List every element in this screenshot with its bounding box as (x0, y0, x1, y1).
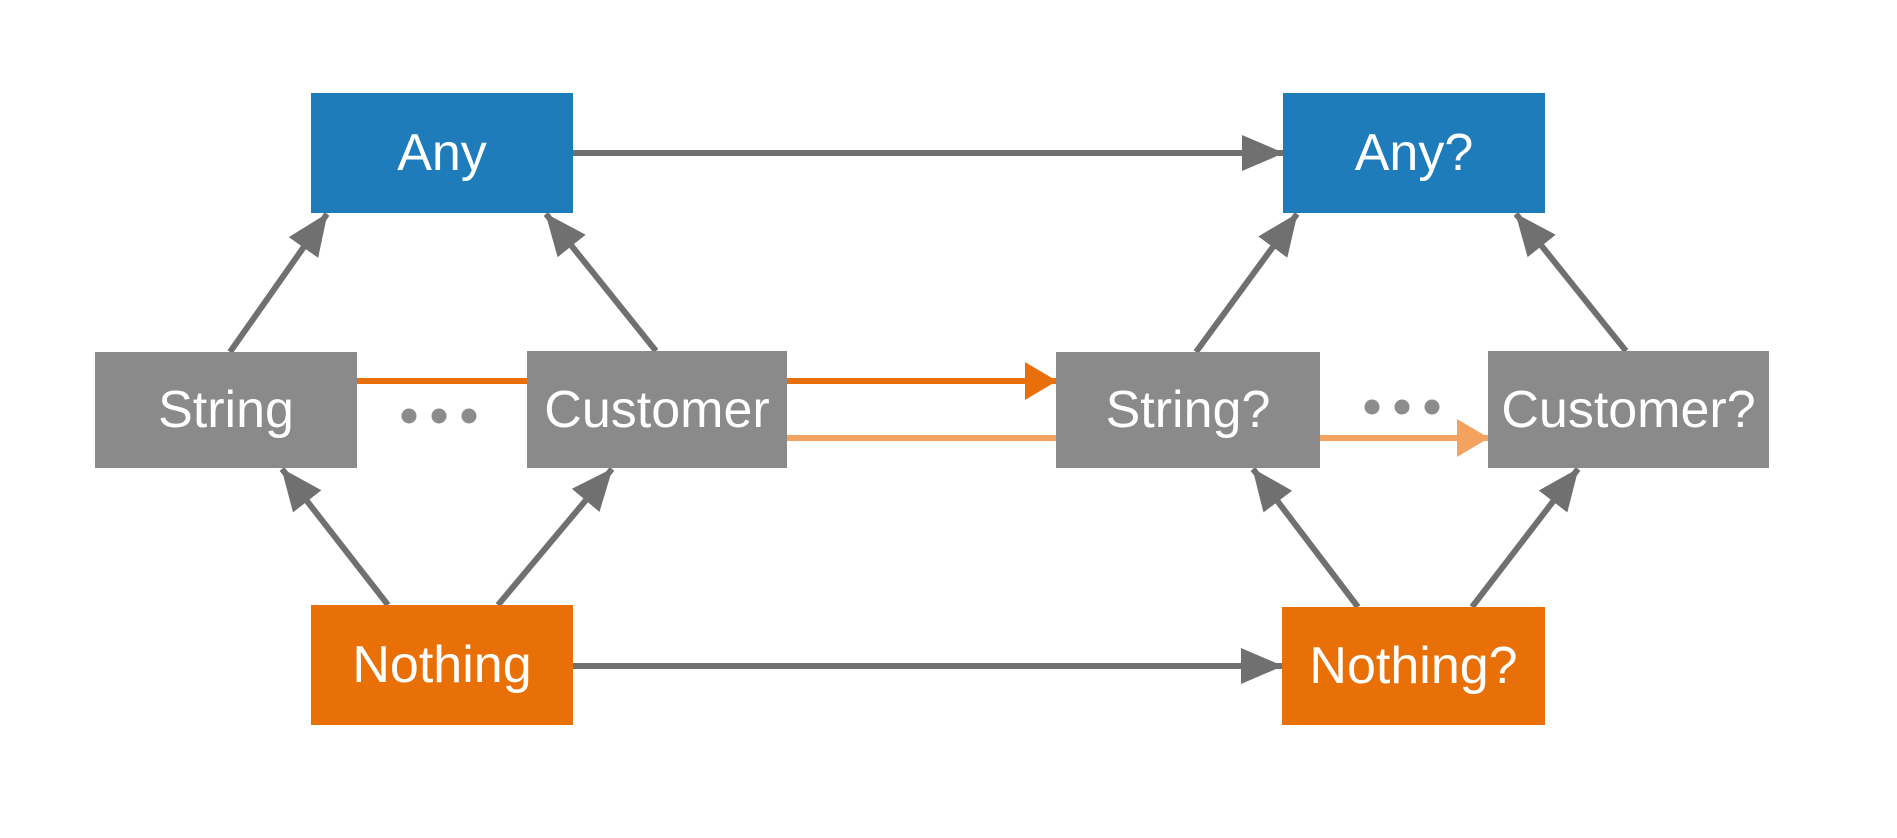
dot-icon (1394, 399, 1410, 415)
dot-icon (431, 408, 447, 424)
node-any-nullable-label: Any? (1354, 124, 1474, 182)
node-any-label: Any (397, 124, 487, 182)
node-any-nullable: Any? (1283, 93, 1545, 213)
ellipsis-dots-left (401, 408, 477, 424)
node-customer-nullable: Customer? (1488, 351, 1769, 468)
edge-string-to-any (227, 212, 330, 354)
node-customer-nullable-label: Customer? (1501, 380, 1756, 439)
node-string-nullable: String? (1056, 352, 1320, 468)
node-nothing-nullable: Nothing? (1282, 607, 1545, 725)
node-string-nullable-label: String? (1105, 381, 1271, 439)
edge-customer-nullable-to-any-nullable (1513, 212, 1629, 353)
edge-nothing-to-customer (495, 467, 615, 607)
node-string: String (95, 352, 357, 468)
edge-nothing-nullable-to-customer-nullable (1469, 467, 1581, 609)
edge-string-nullable-to-any-nullable (1193, 212, 1300, 354)
node-customer: Customer (527, 351, 787, 468)
node-nothing-label: Nothing (352, 636, 532, 694)
dot-icon (1424, 399, 1440, 415)
dot-icon (1364, 399, 1380, 415)
node-any: Any (311, 93, 573, 213)
edge-nothing-to-string (279, 467, 391, 607)
node-customer-label: Customer (544, 380, 770, 439)
node-string-label: String (158, 381, 294, 439)
dot-icon (461, 408, 477, 424)
node-nothing: Nothing (311, 605, 573, 725)
dot-icon (401, 408, 417, 424)
ellipsis-dots-right (1364, 399, 1440, 415)
edge-nothing-nullable-to-string-nullable (1250, 467, 1361, 609)
node-nothing-nullable-label: Nothing? (1309, 637, 1518, 695)
edge-customer-to-any (543, 212, 659, 353)
